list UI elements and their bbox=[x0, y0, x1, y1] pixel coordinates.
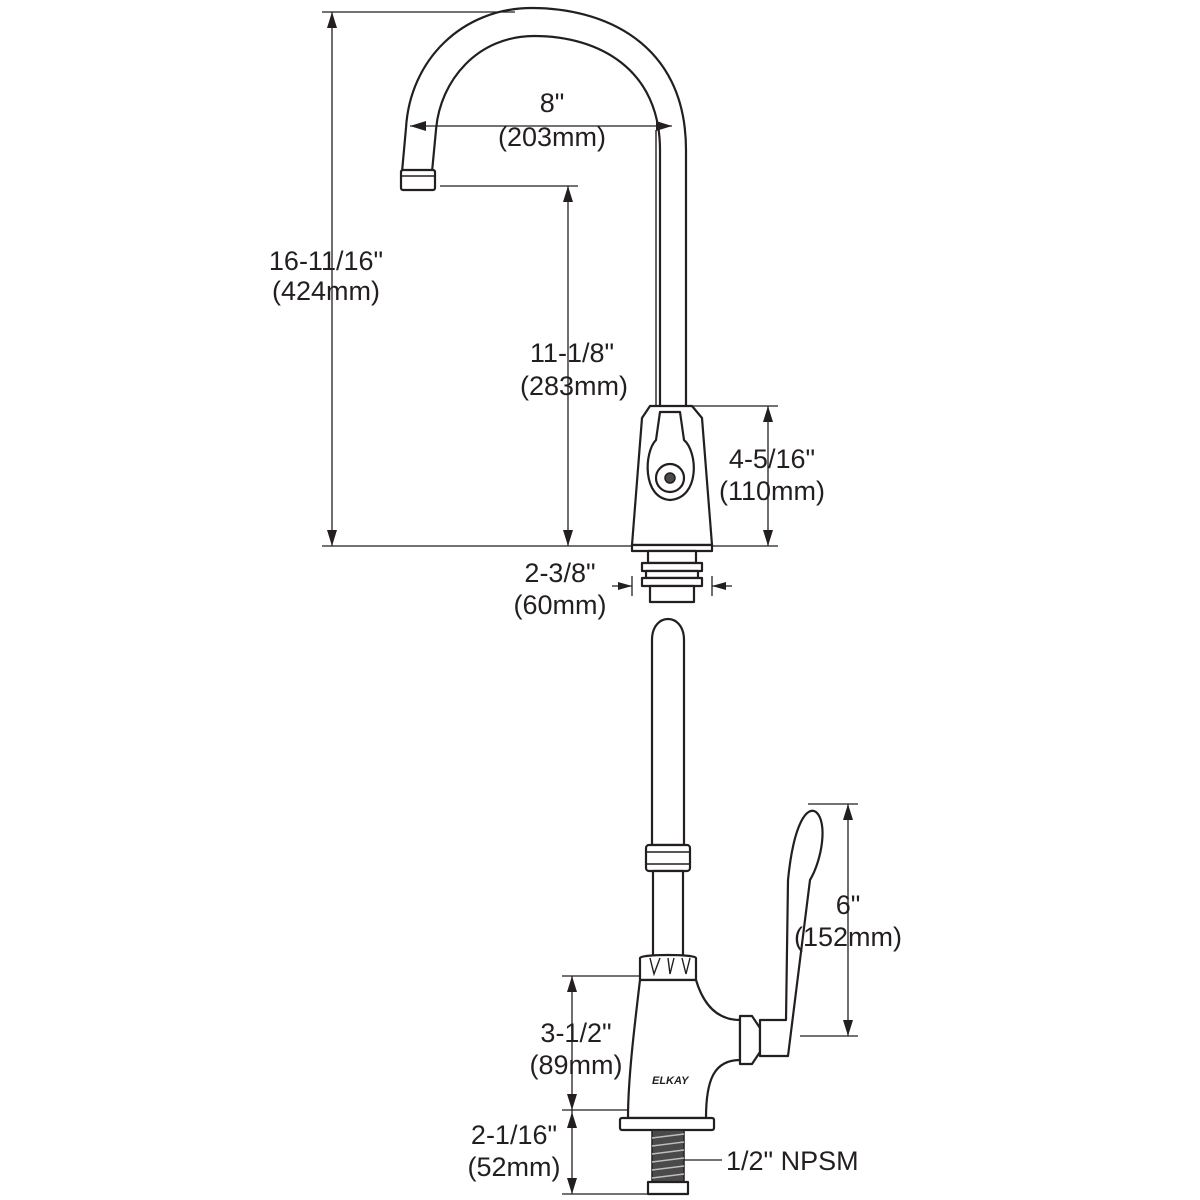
spout-collar bbox=[644, 843, 692, 873]
spout-clearance-metric: (283mm) bbox=[520, 371, 628, 401]
spout-reach-imperial: 8" bbox=[540, 88, 565, 118]
spout-reach-metric: (203mm) bbox=[498, 122, 606, 152]
base-diameter-metric: (60mm) bbox=[514, 590, 607, 620]
gooseneck-faucet-side-view: 16-11/16" (424mm) 8" (203mm) 11-1/8" (28… bbox=[269, 6, 825, 620]
base-plate bbox=[618, 1116, 716, 1132]
mounting-washer-1 bbox=[640, 561, 704, 573]
straight-spout bbox=[650, 617, 686, 847]
lever-screw bbox=[664, 472, 676, 484]
mounting-washer-3 bbox=[640, 576, 704, 588]
valve-body-lower bbox=[626, 978, 742, 1120]
mounting-shank-lower bbox=[648, 584, 696, 604]
handle-length-metric: (152mm) bbox=[794, 922, 902, 952]
base-diameter-imperial: 2-3/8" bbox=[524, 558, 595, 588]
body-height-lower-imperial: 3-1/2" bbox=[540, 1018, 611, 1048]
rigid-spout-faucet-side-view: ELKAY 6" (152mm) 3-1/2" (89m bbox=[468, 617, 902, 1196]
body-height-metric: (110mm) bbox=[719, 476, 825, 506]
overall-height-metric: (424mm) bbox=[272, 276, 380, 306]
shank-length-metric: (52mm) bbox=[468, 1152, 561, 1182]
elkay-logo: ELKAY bbox=[652, 1075, 690, 1087]
body-height-lower-metric: (89mm) bbox=[530, 1050, 623, 1080]
threaded-shank bbox=[651, 1129, 685, 1183]
body-height-imperial: 4-5/16" bbox=[729, 444, 815, 474]
shank-nut bbox=[646, 1180, 690, 1196]
shank-length-imperial: 2-1/16" bbox=[471, 1120, 557, 1150]
handle-length-imperial: 6" bbox=[836, 890, 861, 920]
spout-inner-curve bbox=[430, 34, 662, 407]
mounting-shank-upper bbox=[646, 549, 698, 565]
spout-outer-curve bbox=[400, 6, 688, 407]
spout-tube-lower bbox=[651, 869, 685, 958]
aerator-tip bbox=[399, 168, 437, 192]
spout-clearance-imperial: 11-1/8" bbox=[530, 338, 614, 368]
overall-height-imperial: 16-11/16" bbox=[269, 246, 383, 276]
thread-spec: 1/2" NPSM bbox=[726, 1146, 859, 1176]
wrist-blade-handle bbox=[758, 809, 824, 1058]
valve-bonnet bbox=[738, 1014, 762, 1066]
